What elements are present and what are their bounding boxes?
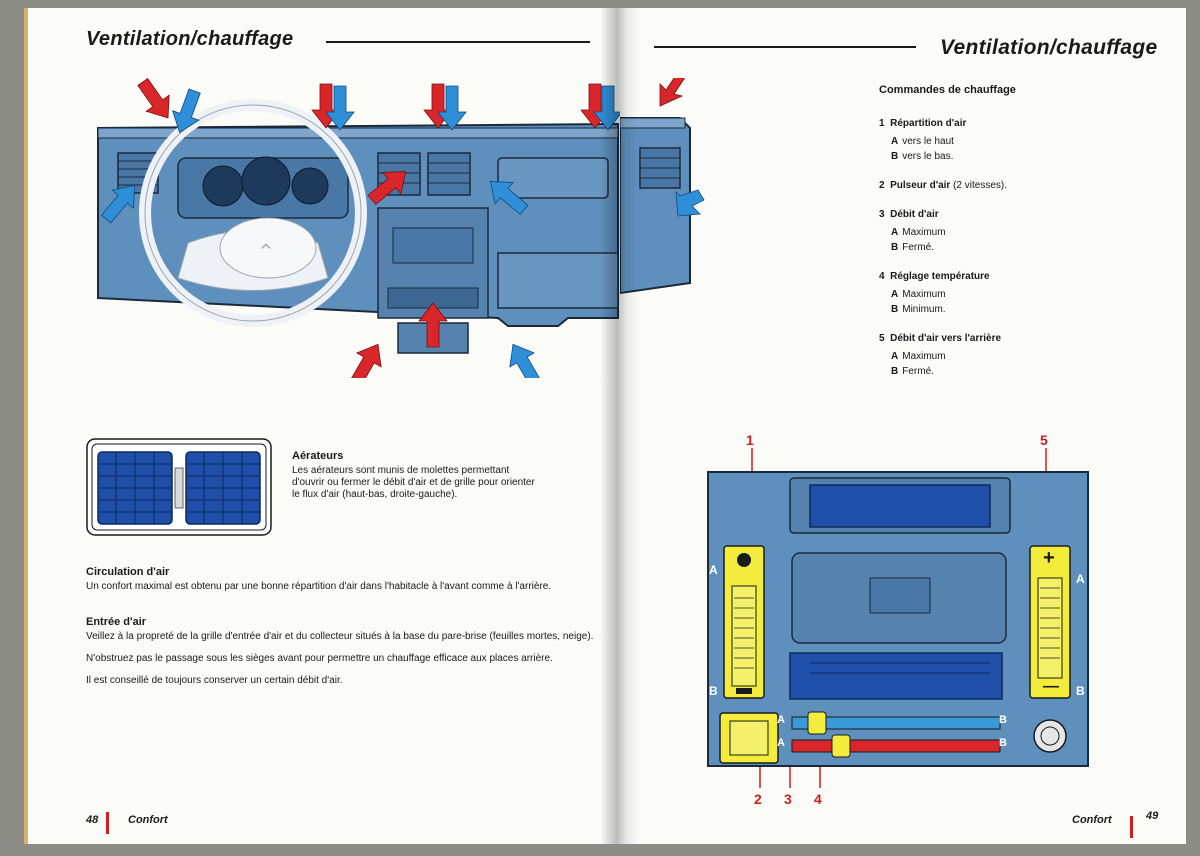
command-3-label: Débit d'air [890,209,939,220]
command-1-a-letter: A [891,136,899,147]
circulation-text: Un confort maximal est obtenu par une bo… [86,581,552,592]
slider5-label-a: A [1076,572,1085,586]
entree-p1: Veillez à la propreté de la grille d'ent… [86,631,594,642]
callout-1: 1 [746,432,754,448]
slider1-label-b: B [709,684,718,698]
entree-section: Entrée d'air Veillez à la propreté de la… [86,616,606,687]
title-rule-right [654,46,916,48]
command-item-2: 2 Pulseur d'air (2 vitesses). [879,178,1179,193]
page-title-right: Ventilation/chauffage [940,36,1158,59]
command-4-a-letter: A [891,289,899,300]
commands-heading: Commandes de chauffage [879,84,1016,96]
entree-p2: N'obstruez pas le passage sous les siège… [86,653,553,664]
command-2-number: 2 [879,180,885,191]
circulation-heading: Circulation d'air [86,566,170,578]
entree-p3: Il est conseillé de toujours conserver u… [86,675,343,686]
command-2-label: Pulseur d'air [890,180,951,191]
slider3-label-a: A [777,714,785,726]
command-4-a: Maximum [902,289,946,300]
command-5-number: 5 [879,333,885,344]
left-page: Ventilation/chauffage [24,8,620,844]
commands-list: Commandes de chauffage 1 Répartition d'a… [879,84,1179,393]
command-2-extra: (2 vitesses). [953,180,1007,191]
dashboard-illustration-continued [620,78,705,295]
command-4-number: 4 [879,271,885,282]
slider4-label-b: B [999,737,1007,749]
slider5-minus: — [1043,678,1059,695]
dashboard-illustration: ^ [94,73,620,378]
command-4-b: Minimum. [902,304,946,315]
command-5-a: Maximum [902,351,946,362]
footer-page-number-right: 49 [1146,810,1159,822]
command-1-b-letter: B [891,151,899,162]
control-panel-illustration [707,448,1089,788]
slider5-plus: + [1043,547,1055,569]
command-3-b-letter: B [891,242,899,253]
command-1-label: Répartition d'air [890,118,967,129]
footer-red-bar-left [106,812,109,834]
circulation-section: Circulation d'air Un confort maximal est… [86,566,606,593]
vent-illustration [86,438,272,536]
callout-5: 5 [1040,432,1048,448]
command-3-b: Fermé. [902,242,934,253]
entree-heading: Entrée d'air [86,616,147,628]
callout-3: 3 [784,791,792,807]
callout-4: 4 [814,791,822,807]
right-page: Ventilation/chauffage Commandes de chauf… [620,8,1186,844]
footer-page-number-left: 48 [86,814,99,826]
aerateurs-section: Aérateurs Les aérateurs sont munis de mo… [292,450,542,501]
title-rule-left [326,41,590,43]
aerateurs-heading: Aérateurs [292,450,344,462]
command-3-a: Maximum [902,227,946,238]
svg-text:^: ^ [259,241,272,260]
slider3-label-b: B [999,714,1007,726]
footer-red-bar-right [1130,816,1133,838]
command-1-number: 1 [879,118,885,129]
footer-section-right: Confort [1072,814,1112,826]
callout-2: 2 [754,791,762,807]
footer-section-left: Confort [128,814,168,826]
command-5-label: Débit d'air vers l'arrière [890,333,1002,344]
command-4-b-letter: B [891,304,899,315]
command-3-number: 3 [879,209,885,220]
command-5-a-letter: A [891,351,899,362]
command-4-label: Réglage température [890,271,990,282]
command-1-a: vers le haut [902,136,954,147]
slider1-label-a: A [709,563,718,577]
slider4-label-a: A [777,737,785,749]
page-title-left: Ventilation/chauffage [86,28,294,50]
slider5-label-b: B [1076,684,1085,698]
command-5-b-letter: B [891,366,899,377]
aerateurs-text: Les aérateurs sont munis de molettes per… [292,465,535,500]
command-3-a-letter: A [891,227,899,238]
command-5-b: Fermé. [902,366,934,377]
command-1-b: vers le bas. [902,151,954,162]
